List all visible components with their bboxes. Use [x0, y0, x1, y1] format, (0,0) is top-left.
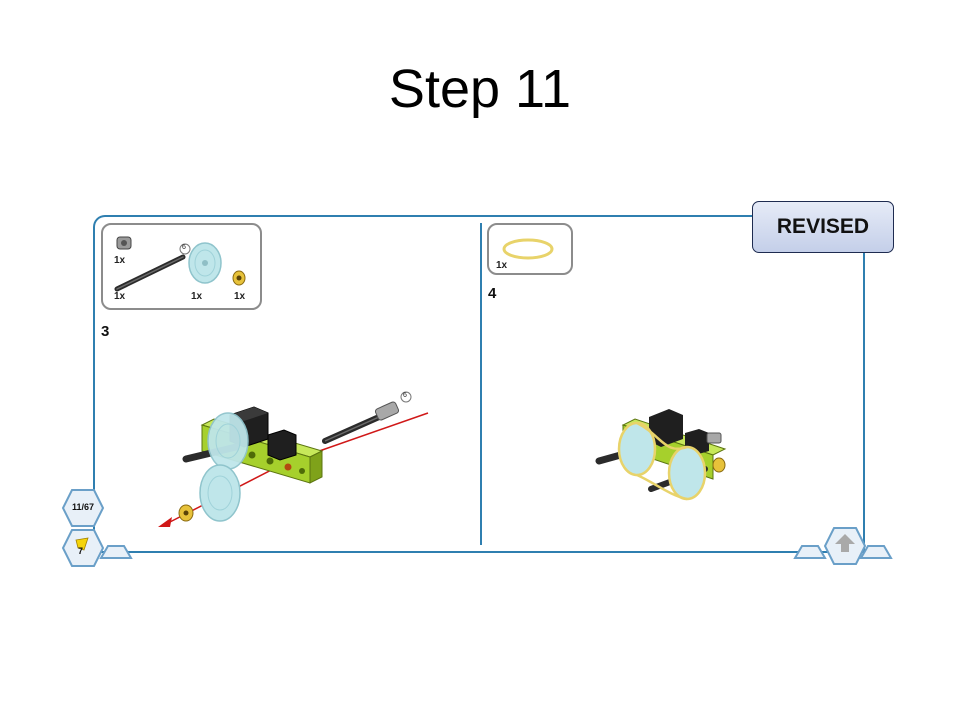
pulley-wheel-mounted: [207, 412, 249, 470]
hint-count: 7: [78, 546, 84, 556]
pulley-wheel-icon: [188, 242, 222, 284]
nav-hex-forward-icon[interactable]: [859, 544, 893, 559]
parts-list-step-4: [487, 223, 573, 275]
rubber-band-icon: [502, 238, 554, 260]
band-qty: 1x: [496, 260, 508, 271]
parts-icons-step-3: [114, 236, 246, 292]
slide-title: Step 11: [388, 59, 572, 119]
parts-icons-step-4: [502, 238, 554, 260]
step-3-assembly-illustration: [158, 391, 429, 527]
step-4-assembly-illustration: [595, 409, 727, 501]
axle-length-label: 6: [182, 244, 186, 251]
axle-icon: [114, 243, 191, 292]
axle-qty: 1x: [114, 291, 126, 302]
bush-icon: [116, 236, 132, 250]
page-counter-hex-icon[interactable]: [61, 488, 105, 528]
nav-hex-back-icon[interactable]: [793, 544, 827, 559]
step-number-4: 4: [488, 285, 497, 302]
page-counter: 11/67: [71, 502, 95, 512]
axle-callout-label: 6: [403, 392, 407, 399]
revised-badge: REVISED: [752, 201, 894, 253]
step-number-3: 3: [101, 323, 110, 340]
home-up-arrow-icon[interactable]: [823, 526, 867, 565]
step-divider: [480, 223, 482, 545]
half-bush-icon: [232, 270, 246, 286]
instruction-frame: [93, 215, 865, 553]
pulley-qty: 1x: [191, 291, 203, 302]
nav-hex-left-icon[interactable]: [99, 544, 133, 559]
pulley-wheel-loose: [199, 464, 241, 522]
hint-hex-icon[interactable]: [61, 528, 105, 567]
bush-qty: 1x: [114, 255, 126, 266]
arrowhead-icon: [158, 517, 172, 527]
half-bush-qty: 1x: [234, 291, 246, 302]
frame-bottom-edge: [93, 551, 865, 553]
bush-on-axle: [374, 401, 400, 421]
